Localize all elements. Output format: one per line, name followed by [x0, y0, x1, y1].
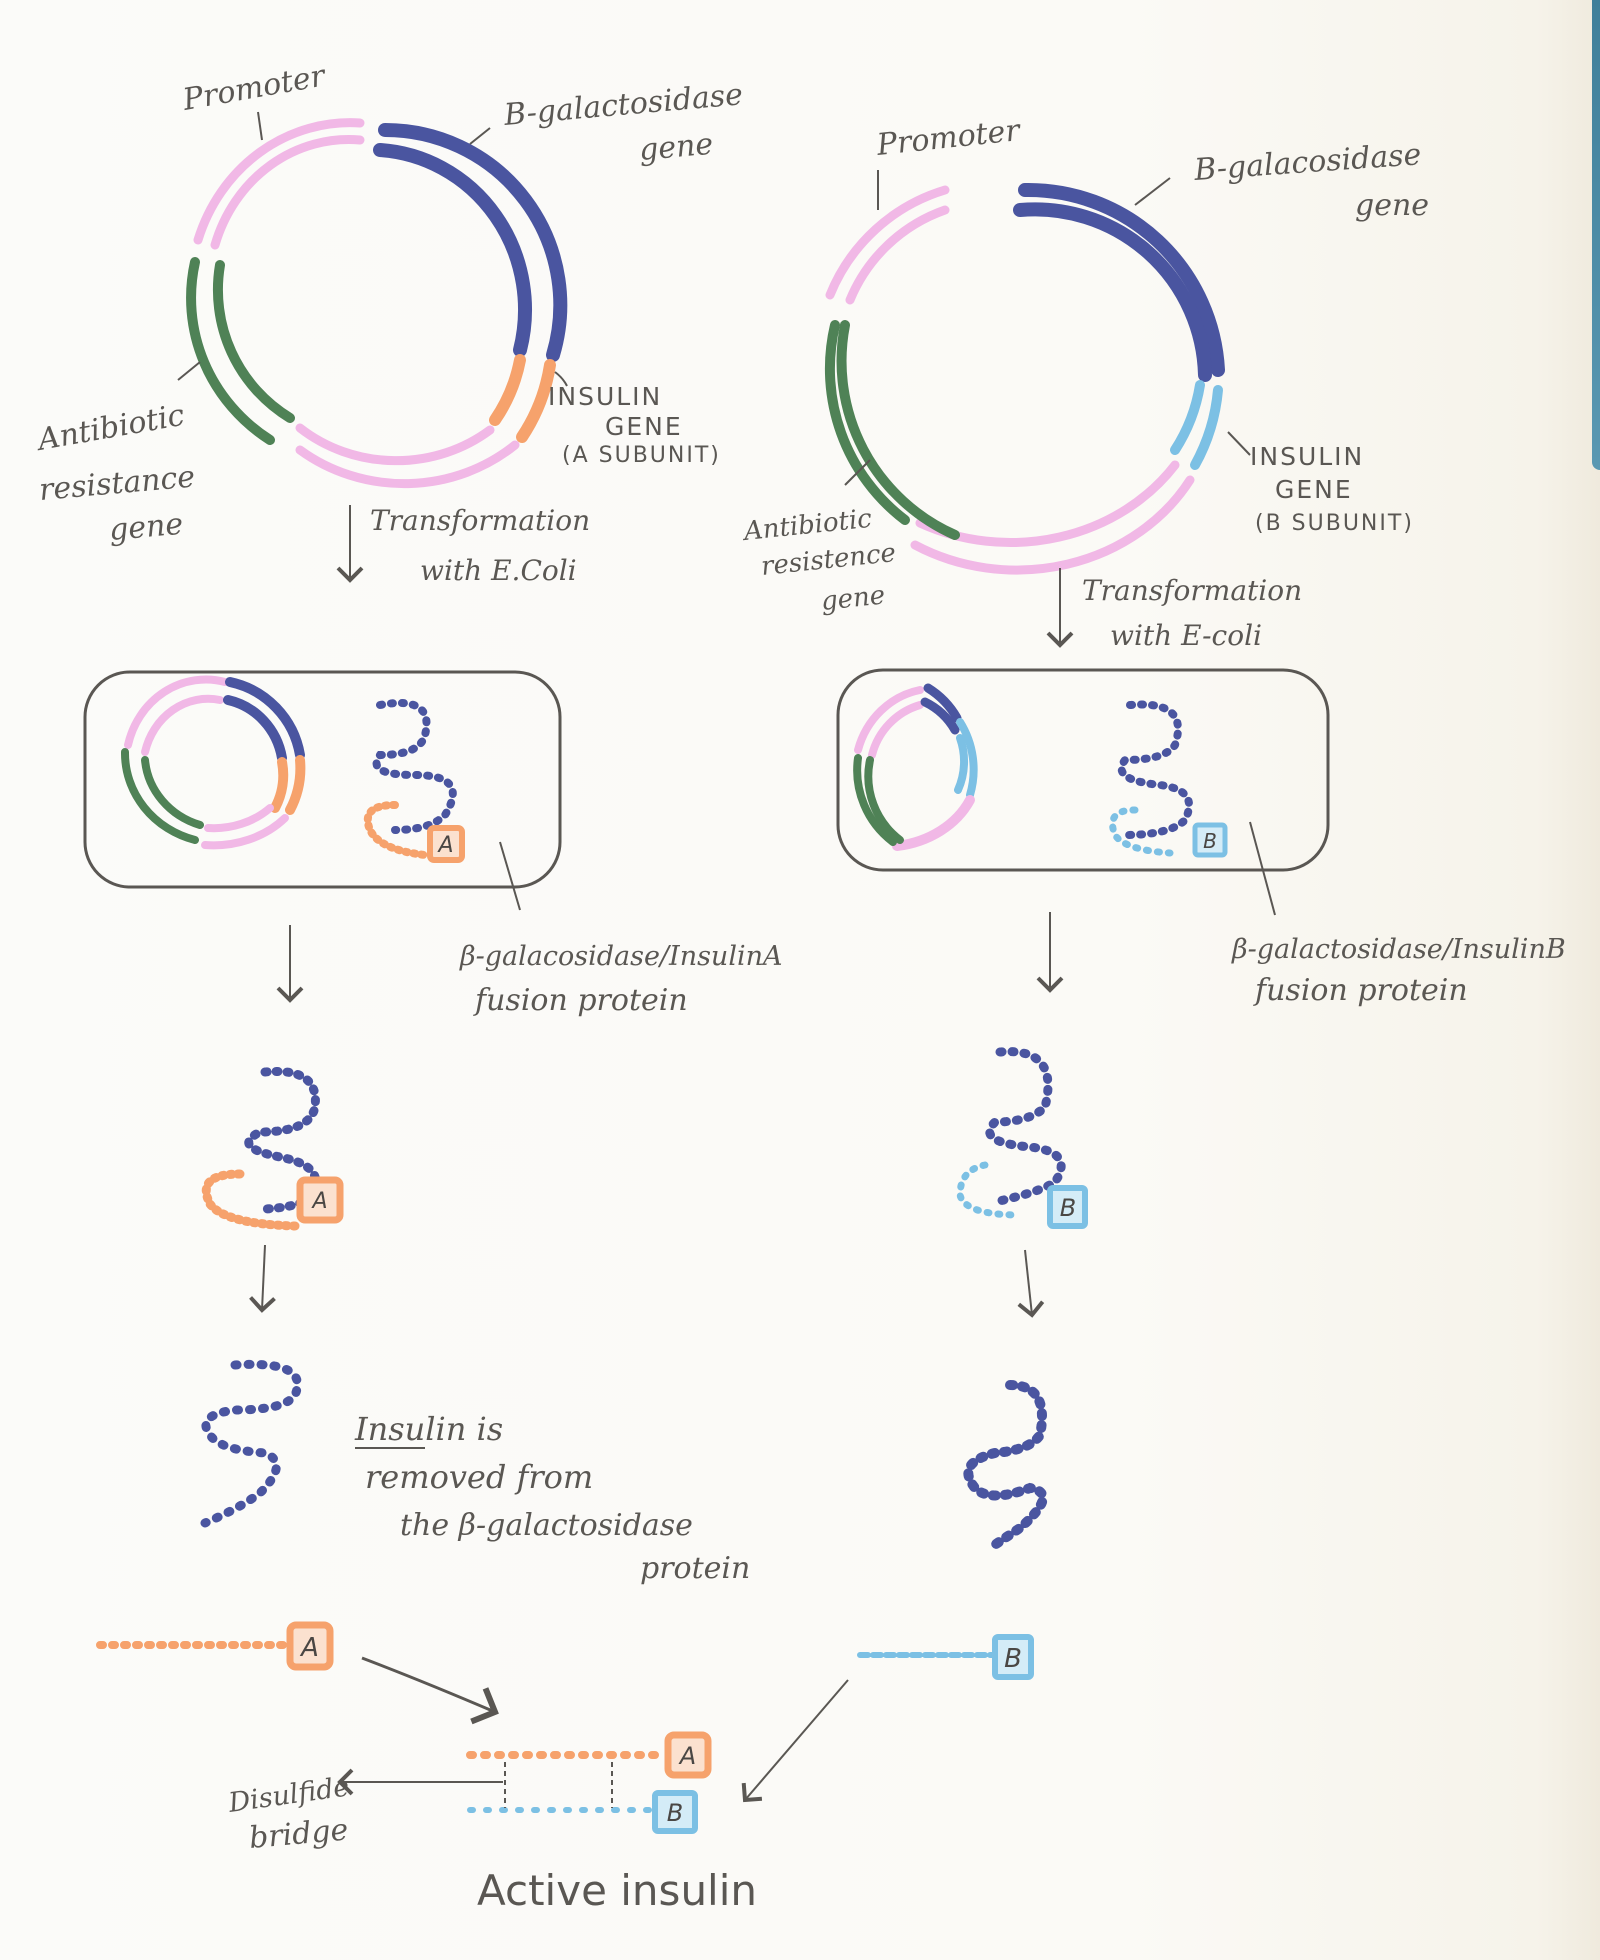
disulfide-label-1: Disulfide	[226, 1771, 352, 1819]
active-chain-b-box	[652, 1790, 698, 1834]
right-plasmid-antibiotic-segment	[824, 320, 910, 525]
left-expressed-subunit-a-box	[296, 1176, 344, 1224]
free-chain-b-box	[992, 1634, 1034, 1680]
active-chain-a-tag: A	[678, 1742, 696, 1770]
right-expressed-subunit-b-box	[1047, 1185, 1088, 1229]
right-cell-subunit-b-box	[1192, 822, 1228, 858]
left-cell-fusion-protein: A	[363, 699, 465, 863]
left-insulin-label-1: INSULIN	[548, 382, 662, 411]
right-ecoli-cell	[836, 668, 1330, 872]
right-plasmid-bgal-segment	[1018, 182, 1225, 377]
disulfide-label-2: bridge	[248, 1812, 350, 1856]
left-bgal-label-1: B-galactosidase	[502, 77, 745, 133]
left-antibiotic-label-1: Antibiotic	[32, 398, 187, 459]
free-insulin-chain-b: B	[857, 1634, 1034, 1680]
chain-a-assembly-arrow	[361, 1656, 499, 1725]
right-expressed-subunit-b-tag: B	[1060, 1194, 1076, 1222]
right-plasmid	[824, 182, 1225, 575]
left-ecoli-cell	[83, 670, 562, 889]
right-bgal-label-1: B-galacosidase	[1192, 137, 1422, 188]
right-fusion-protein: B	[956, 1047, 1088, 1229]
active-insulin-molecule: A B	[466, 1731, 712, 1834]
removal-label-4: protein	[640, 1551, 750, 1586]
left-expressed-subunit-a-tag: A	[310, 1189, 327, 1214]
right-plasmid-insulin-b-segment	[1190, 385, 1223, 470]
left-plasmid	[186, 118, 568, 489]
active-chain-a-box	[664, 1731, 712, 1779]
right-plasmid-leaders	[844, 170, 1251, 486]
right-insulin-label-2: GENE	[1275, 475, 1353, 504]
left-antibiotic-label-3: gene	[108, 507, 185, 548]
left-fusion-leader	[499, 841, 521, 911]
right-antibiotic-label-3: gene	[820, 580, 887, 617]
right-cell-plasmid	[853, 683, 978, 851]
right-transformation-label-2: with E-coli	[1110, 619, 1262, 652]
left-plasmid-promoter-segment	[193, 118, 365, 245]
right-cleavage-arrow	[1017, 1249, 1045, 1318]
left-cell-subunit-a-box	[427, 825, 465, 863]
right-fusion-leader	[1249, 821, 1276, 916]
chain-b-assembly-arrow	[741, 1679, 849, 1803]
right-plasmid-promoter-segment	[825, 185, 950, 300]
free-chain-a-tag: A	[299, 1633, 319, 1663]
removal-label-3: the β-galactosidase	[400, 1508, 693, 1543]
right-cell-fusion-protein: B	[1109, 700, 1228, 858]
right-insulin-label-1: INSULIN	[1250, 442, 1364, 471]
right-promoter-label: Promoter	[874, 113, 1023, 163]
left-plasmid-bgal-segment	[378, 122, 568, 362]
left-fusion-label-2: fusion protein	[473, 983, 688, 1018]
right-cleaved-bgal-protein	[963, 1380, 1048, 1553]
left-transformation-label-1: Transformation	[370, 504, 590, 537]
left-insulin-label-3: (A SUBUNIT)	[562, 443, 721, 468]
left-antibiotic-label-2: resistance	[38, 459, 197, 507]
active-insulin-label: Active insulin	[477, 1866, 757, 1915]
removal-label-2: removed from	[365, 1458, 593, 1496]
left-transformation-label-2: with E.Coli	[420, 554, 577, 587]
left-bgal-label-2: gene	[638, 127, 715, 168]
left-plasmid-antibiotic-segment	[186, 257, 275, 445]
left-cleaved-bgal-protein	[200, 1359, 302, 1528]
left-cell-plasmid	[120, 675, 306, 850]
free-insulin-chain-a: A	[96, 1621, 334, 1671]
free-chain-a-box	[286, 1621, 334, 1671]
page-edge-binder-strip	[1592, 0, 1600, 470]
right-fusion-label-2: fusion protein	[1253, 973, 1468, 1008]
left-fusion-protein: A	[201, 1066, 344, 1231]
right-insulin-label-3: (B SUBUNIT)	[1255, 511, 1414, 536]
removal-label-1: Insulin is	[354, 1410, 503, 1448]
right-antibiotic-label-1: Antibiotic	[741, 504, 874, 547]
free-chain-b-tag: B	[1004, 1644, 1022, 1674]
left-plasmid-insulin-a-segment	[516, 359, 556, 443]
left-cleavage-arrow	[249, 1244, 276, 1313]
right-fusion-label-1: β-galactosidase/InsulinB	[1231, 934, 1566, 965]
left-promoter-label: Promoter	[179, 58, 329, 118]
right-transformation-label-1: Transformation	[1082, 574, 1302, 607]
right-antibiotic-label-2: resistence	[760, 538, 898, 582]
left-fusion-label-1: β-galacosidase/InsulinA	[459, 941, 782, 972]
left-cell-subunit-a-tag: A	[436, 833, 453, 858]
left-insulin-label-2: GENE	[605, 412, 683, 441]
right-bgal-label-2: gene	[1355, 188, 1429, 223]
left-plasmid-leaders	[177, 111, 568, 387]
right-cell-subunit-b-tag: B	[1203, 829, 1217, 853]
active-chain-b-tag: B	[667, 1799, 683, 1827]
